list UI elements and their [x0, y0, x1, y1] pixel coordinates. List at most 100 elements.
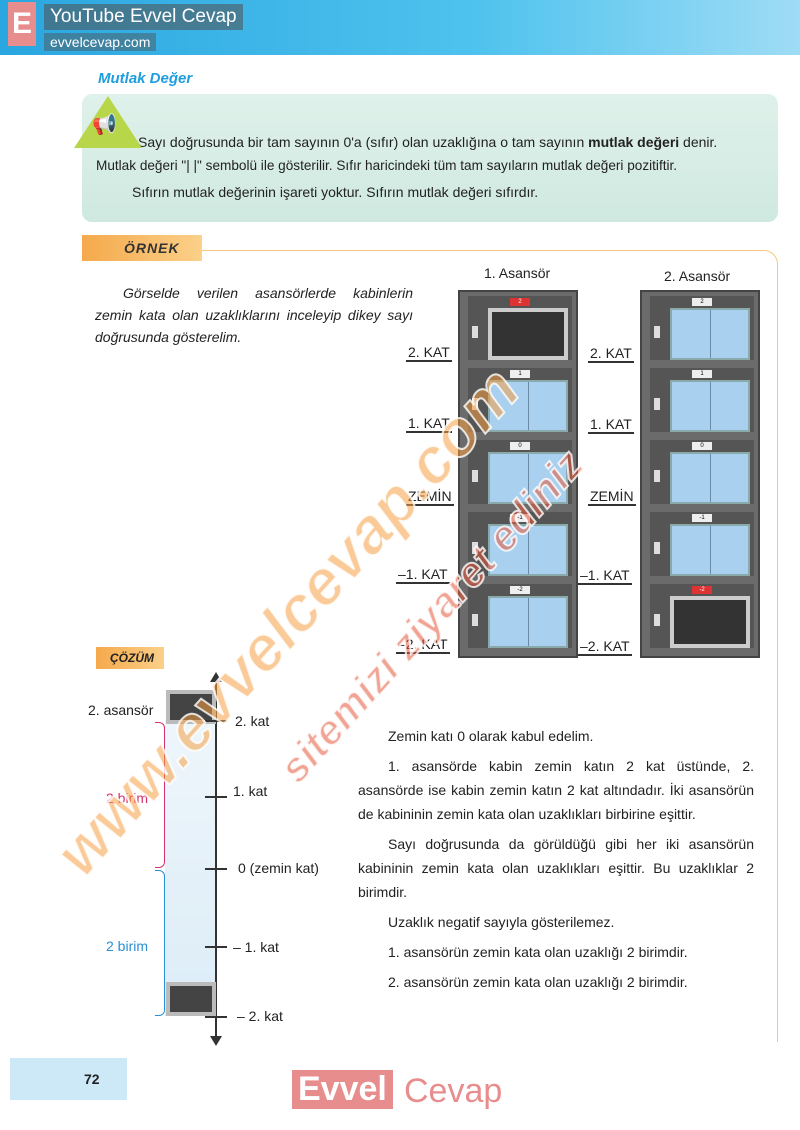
floor: 0 — [468, 440, 572, 504]
call-button-icon — [654, 614, 660, 626]
elevator-cabin-icon — [166, 690, 216, 724]
elevator-label: 2. asansör — [88, 702, 154, 718]
call-button-icon — [472, 470, 478, 482]
call-button-icon — [472, 542, 478, 554]
tick — [205, 1016, 227, 1018]
floor-label: –1. KAT — [396, 566, 450, 584]
solution-text: Zemin katı 0 olarak kabul edelim. 1. asa… — [358, 724, 754, 1000]
floor-label: 1. KAT — [406, 415, 452, 433]
number-line — [215, 680, 217, 1040]
elevator-cabin-icon — [166, 982, 216, 1016]
divider — [202, 250, 762, 251]
call-button-icon — [654, 398, 660, 410]
elevator-shaft-2: 2 1 0 -1 -2 — [640, 290, 760, 658]
elevator-door — [670, 452, 750, 504]
arrow-up-icon — [210, 672, 222, 682]
floor: 1 — [650, 368, 754, 432]
paragraph: 1. asansörde kabin zemin katın 2 kat üst… — [358, 758, 754, 822]
text: denir. — [679, 134, 718, 150]
floor-label: 2. KAT — [406, 344, 452, 362]
floor-number: 2 — [510, 298, 530, 306]
elevator-1-title: 1. Asansör — [484, 265, 551, 281]
floor-label: 1. KAT — [588, 416, 634, 434]
elevator-door — [488, 380, 568, 432]
example-text: Görselde verilen asansörlerde kabinlerin… — [95, 285, 413, 345]
elevator-cabin — [670, 596, 750, 648]
paragraph: 1. asansörün zemin kata olan uzaklığı 2 … — [388, 944, 688, 960]
floor: -1 — [468, 512, 572, 576]
tick-label: – 1. kat — [233, 939, 279, 955]
elevator-door — [670, 524, 750, 576]
elevator-door — [670, 308, 750, 360]
floor-number: -2 — [692, 586, 712, 594]
floor-number: 1 — [510, 370, 530, 378]
floor-label: –2. KAT — [396, 636, 450, 654]
floor: 2 — [650, 296, 754, 360]
elevator-door — [488, 596, 568, 648]
tick — [205, 868, 227, 870]
call-button-icon — [654, 326, 660, 338]
elevator-shaft-1: 2 1 0 -1 -2 — [458, 290, 578, 658]
tick — [205, 796, 227, 798]
brand-logo: Cevap — [404, 1072, 503, 1110]
definition-box: Sayı doğrusunda bir tam sayının 0'a (sıf… — [82, 94, 778, 222]
site-url[interactable]: evvelcevap.com — [44, 33, 157, 51]
floor-label: –1. KAT — [578, 567, 632, 585]
floor: -2 — [468, 584, 572, 648]
elevator-door — [488, 524, 568, 576]
floor: 2 — [468, 296, 572, 360]
elevator-2-title: 2. Asansör — [664, 268, 731, 284]
floor: -1 — [650, 512, 754, 576]
floor-number: 0 — [510, 442, 530, 450]
call-button-icon — [654, 542, 660, 554]
tick-label: – 2. kat — [237, 1008, 283, 1024]
elevator-cabin — [488, 308, 568, 360]
floor-number: -1 — [692, 514, 712, 522]
channel-name[interactable]: YouTube Evvel Cevap — [44, 4, 243, 30]
definition-line-3: Sıfırın mutlak değerinin işareti yoktur.… — [132, 184, 539, 200]
arrow-down-icon — [210, 1036, 222, 1046]
call-button-icon — [472, 614, 478, 626]
paragraph: 2. asansörün zemin kata olan uzaklığı 2 … — [388, 974, 688, 990]
floor-label: ZEMİN — [588, 488, 636, 506]
paragraph: Sayı doğrusunda da görüldüğü gibi her ik… — [358, 836, 754, 900]
floor: -2 — [650, 584, 754, 648]
tick-label: 0 (zemin kat) — [238, 860, 319, 876]
call-button-icon — [472, 398, 478, 410]
floor-number: 2 — [692, 298, 712, 306]
brace-bottom — [155, 870, 165, 1016]
brand-logo: Evvel — [292, 1070, 393, 1109]
floor-label: 2. KAT — [588, 345, 634, 363]
floor-label: ZEMİN — [406, 488, 454, 506]
floor-label: –2. KAT — [578, 638, 632, 656]
floor-number: -1 — [510, 514, 530, 522]
page-number-box — [10, 1058, 127, 1100]
tick-label: 2. kat — [235, 713, 270, 729]
definition-line-2: Mutlak değeri "| |" sembolü ile gösteril… — [96, 158, 678, 173]
tick — [205, 720, 227, 722]
elevator-door — [670, 380, 750, 432]
elevator-door — [488, 452, 568, 504]
section-title: Mutlak Değer — [98, 70, 193, 87]
paragraph: Uzaklık negatif sayıyla gösterilemez. — [388, 914, 615, 930]
call-button-icon — [654, 470, 660, 482]
floor: 0 — [650, 440, 754, 504]
logo: E — [8, 2, 36, 46]
paragraph: Zemin katı 0 olarak kabul edelim. — [388, 728, 594, 744]
definition-line-1: Sayı doğrusunda bir tam sayının 0'a (sıf… — [138, 134, 717, 150]
floor: 1 — [468, 368, 572, 432]
text: Sayı doğrusunda bir tam sayının 0'a (sıf… — [138, 134, 589, 150]
bold-term: mutlak değeri — [588, 134, 680, 150]
distance-label-top: 2 birim — [106, 790, 149, 806]
example-tab: ÖRNEK — [82, 235, 202, 261]
brace-top — [155, 722, 165, 868]
tick — [205, 946, 227, 948]
floor-number: 1 — [692, 370, 712, 378]
megaphone-icon: 📢 — [92, 114, 117, 136]
floor-number: 0 — [692, 442, 712, 450]
floor-number: -2 — [510, 586, 530, 594]
call-button-icon — [472, 326, 478, 338]
distance-label-bottom: 2 birim — [106, 938, 149, 954]
tick-label: 1. kat — [233, 783, 268, 799]
megaphone-icon-bg — [74, 96, 142, 148]
